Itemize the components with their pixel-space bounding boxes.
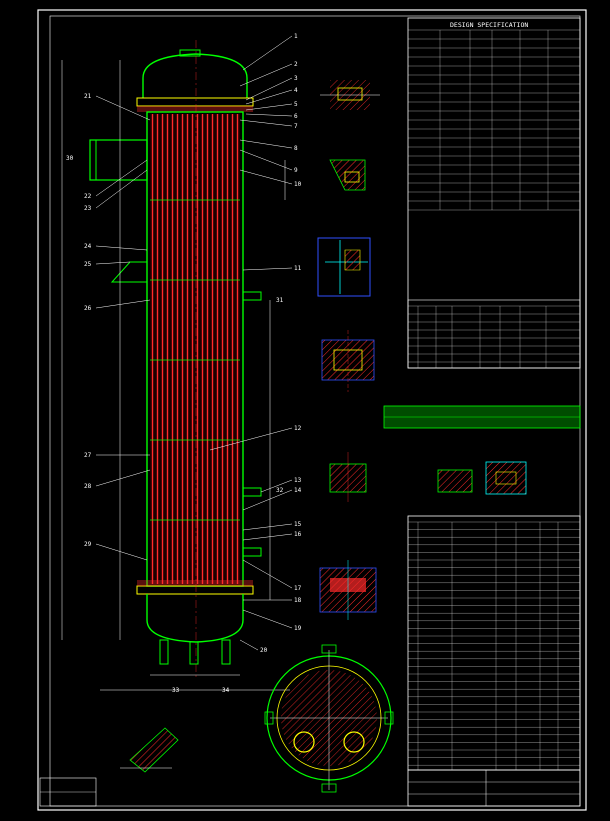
balloon: 15 [294, 521, 302, 528]
detail-2 [329, 159, 366, 191]
balloon: 17 [294, 585, 302, 592]
balloon: 31 [276, 297, 284, 304]
balloon: 4 [294, 87, 298, 94]
balloon: 9 [294, 167, 298, 174]
balloon: 10 [294, 181, 302, 188]
balloon: 2 [294, 61, 298, 68]
balloon: 25 [84, 261, 92, 268]
balloon: 23 [84, 205, 92, 212]
balloon: 8 [294, 145, 298, 152]
leader-lines [95, 35, 293, 651]
balloon: 28 [84, 483, 92, 490]
detail-4 [321, 330, 375, 392]
bottom-flange [136, 585, 254, 595]
balloon: 24 [84, 243, 92, 250]
tubesheet-plan [264, 644, 394, 793]
balloon: 30 [66, 155, 74, 162]
title-block [407, 769, 581, 807]
balloon: 18 [294, 597, 302, 604]
detail-7 [437, 469, 473, 493]
detail-6 [319, 560, 377, 620]
nozzle-table [407, 299, 581, 369]
balloon: 16 [294, 531, 302, 538]
balloon: 34 [222, 687, 230, 694]
balloon: 22 [84, 193, 92, 200]
balloon: 11 [294, 265, 302, 272]
balloon: 33 [172, 687, 180, 694]
balloon: 20 [260, 647, 268, 654]
balloon: 32 [276, 487, 284, 494]
balloon: 3 [294, 75, 298, 82]
balloon: 5 [294, 101, 298, 108]
detail-9 [120, 727, 179, 773]
balloon: 7 [294, 123, 298, 130]
balloon: 1 [294, 33, 298, 40]
balloon: 12 [294, 425, 302, 432]
balloon: 29 [84, 541, 92, 548]
balloon: 19 [294, 625, 302, 632]
balloon: 21 [84, 93, 92, 100]
parts-list [407, 515, 581, 771]
vessel-elevation [61, 40, 290, 691]
balloon: 26 [84, 305, 92, 312]
detail-3 [317, 237, 371, 297]
outer-frame [37, 9, 587, 811]
balloon-labels: 1 2 3 4 5 6 7 8 9 10 11 12 13 14 15 16 1… [66, 33, 302, 694]
detail-5 [329, 452, 367, 502]
detail-views [120, 80, 527, 773]
tube-bundle [150, 114, 240, 584]
detail-8 [485, 461, 527, 495]
balloon: 27 [84, 452, 92, 459]
balloon: 13 [294, 477, 302, 484]
spec-title: DESIGN SPECIFICATION [450, 21, 528, 29]
balloon: 6 [294, 113, 298, 120]
detail-1 [320, 80, 380, 110]
weld-table [383, 405, 581, 429]
balloon: 14 [294, 487, 302, 494]
